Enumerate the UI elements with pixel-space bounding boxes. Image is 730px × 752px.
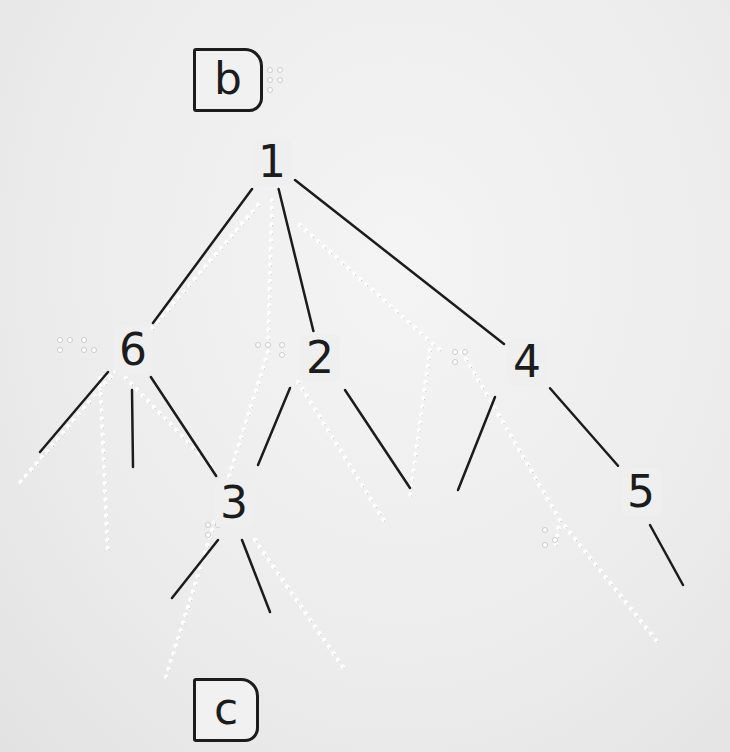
tree-branch [550,388,618,466]
tree-node: 6 [113,326,153,374]
tree-node: 4 [507,338,547,386]
tree-node: 1 [252,138,292,186]
node-number: 1 [258,140,286,184]
braille-dot-lines [18,200,660,680]
boxed-letter: b [193,48,263,112]
box-letter: c [214,687,238,731]
node-number: 5 [627,470,655,514]
tree-branch [153,189,252,323]
braille-cells [58,68,558,548]
tree-node: 3 [214,479,254,527]
tree-branch [279,189,314,331]
box-letter: b [214,57,242,101]
node-number: 4 [513,340,541,384]
boxed-letter: c [193,678,259,742]
node-number: 3 [220,481,248,525]
tree-node: 5 [621,468,661,516]
tree-branch [295,180,504,344]
node-number: 6 [119,328,147,372]
tree-node: 2 [300,334,340,382]
tree-branch [151,377,216,476]
braille-dot-shadows [19,201,661,681]
node-number: 2 [306,336,334,380]
dangling-branches [40,372,683,612]
